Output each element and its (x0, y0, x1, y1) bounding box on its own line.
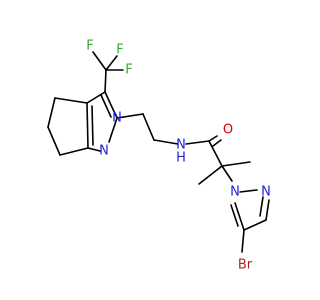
bonds (47, 51, 270, 253)
nitrogen-atom: N (99, 144, 109, 159)
nitrogen-atom: N (230, 185, 240, 200)
bond (221, 165, 233, 182)
bond (59, 147, 89, 156)
bond (87, 147, 101, 152)
fluorine-atom: F (125, 63, 132, 78)
bond (241, 229, 245, 253)
bond (47, 97, 56, 128)
bond (265, 199, 270, 221)
bond (108, 117, 118, 143)
bond (208, 140, 223, 167)
amide-hydrogen-atom: H (176, 151, 186, 166)
bond (104, 69, 107, 93)
bond (116, 113, 144, 119)
bond (47, 126, 61, 156)
molecule-structure: F F F N N O N H N N Br (47, 39, 271, 273)
bromine-atom: Br (238, 258, 253, 273)
atom-labels: F F F N N O N H N N Br (86, 39, 271, 273)
bond (243, 219, 267, 231)
bond (86, 102, 89, 149)
bond (153, 139, 179, 145)
bond (239, 189, 258, 193)
bond (142, 113, 155, 141)
bond (208, 135, 218, 142)
nitrogen-atom: N (112, 111, 122, 126)
bond (92, 51, 107, 71)
bond (230, 204, 239, 227)
bond (185, 140, 210, 145)
bond (221, 161, 251, 167)
fluorine-atom: F (116, 43, 123, 58)
bond (91, 105, 94, 146)
bond (198, 165, 223, 185)
nitrogen-atom: N (261, 185, 271, 200)
bond (259, 196, 264, 217)
bond (104, 91, 118, 119)
amide-nitrogen-atom: N (176, 138, 186, 153)
bond (212, 139, 222, 147)
bond (86, 91, 106, 104)
oxygen-atom: O (223, 123, 233, 138)
bond (54, 97, 88, 104)
bond (234, 202, 245, 231)
bond (100, 94, 112, 118)
fluorine-atom: F (86, 39, 93, 54)
bond (105, 55, 118, 71)
